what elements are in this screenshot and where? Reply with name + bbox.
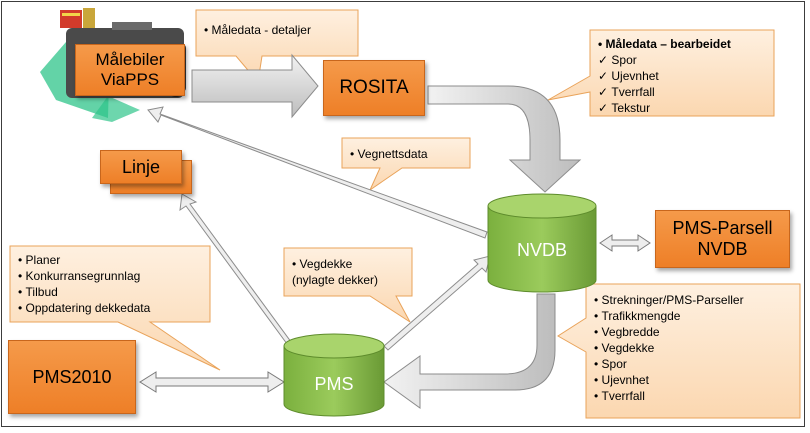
callout-item: Tekstur (598, 100, 731, 116)
callout-item: Konkurransegrunnlag (18, 268, 150, 284)
arrow-pms-to-linje (179, 193, 295, 349)
nvdb-cylinder (487, 193, 597, 293)
rosita-label: ROSITA (339, 77, 409, 98)
arrow-nvdb-to-malebiler (147, 106, 488, 239)
callout-item: Tverrfall (598, 84, 731, 100)
callout-item: Spor (598, 52, 731, 68)
callout-item: Måledata - detaljer (204, 22, 311, 38)
callout-item: Ujevnhet (594, 372, 744, 388)
callout-item: Ujevnhet (598, 68, 731, 84)
arrow-nvdb-to-pms (383, 293, 556, 409)
callout-item: Tilbud (18, 284, 150, 300)
pms-label: PMS (314, 374, 354, 394)
callout-planer: Planer Konkurransegrunnlag Tilbud Oppdat… (18, 252, 151, 316)
callout-maledata-detaljer: Måledata - detaljer (204, 22, 311, 38)
callout-strekninger: Strekninger/PMS-Parseller Trafikkmengde … (594, 292, 744, 404)
callout-item: Oppdatering dekkedata (18, 300, 151, 316)
callout-item: Vegdekke (594, 340, 744, 356)
pms-parsell-box: PMS-Parsell NVDB (655, 210, 790, 268)
arrow-vehicle-to-rosita (191, 53, 319, 119)
callout-item: (nylagte dekker) (292, 273, 379, 287)
malebiler-box: Målebiler ViaPPS (75, 44, 185, 96)
malebiler-label-line2: ViaPPS (100, 70, 160, 89)
double-arrow-nvdb-pms-parsell (599, 234, 651, 252)
pms-parsell-label-line2: NVDB (697, 239, 748, 259)
callout-item: Planer (18, 252, 150, 268)
malebiler-label-line1: Målebiler (95, 50, 165, 69)
callout-vegdekke: Vegdekke (nylagte dekker) (292, 256, 378, 288)
pms2010-box: PMS2010 (8, 340, 136, 414)
callout-maledata-bearbeidet: Måledata – bearbeidet Spor Ujevnhet Tver… (598, 36, 731, 116)
linje-label: Linje (121, 156, 161, 177)
callout-item: Strekninger/PMS-Parseller (594, 292, 744, 308)
pms-parsell-label-line1: PMS-Parsell (672, 218, 773, 238)
callout-item: Vegbredde (594, 324, 744, 340)
nvdb-label: NVDB (516, 240, 567, 260)
callout-item: Tverrfall (594, 388, 744, 404)
double-arrow-pms2010-pms (139, 371, 285, 393)
pms2010-label: PMS2010 (32, 366, 112, 387)
callout-item: Trafikkmengde (594, 308, 744, 324)
callout-item: Spor (594, 356, 744, 372)
callout-vegnettsdata: Vegnettsdata (350, 146, 428, 162)
callout-item: Vegdekke (292, 256, 378, 272)
callout-title: Måledata – bearbeidet (598, 36, 731, 52)
linje-box: Linje (100, 150, 182, 184)
callout-item: Vegnettsdata (350, 146, 428, 162)
rosita-box: ROSITA (323, 60, 425, 116)
pms-cylinder (283, 333, 385, 417)
arrow-rosita-to-nvdb (427, 85, 582, 193)
